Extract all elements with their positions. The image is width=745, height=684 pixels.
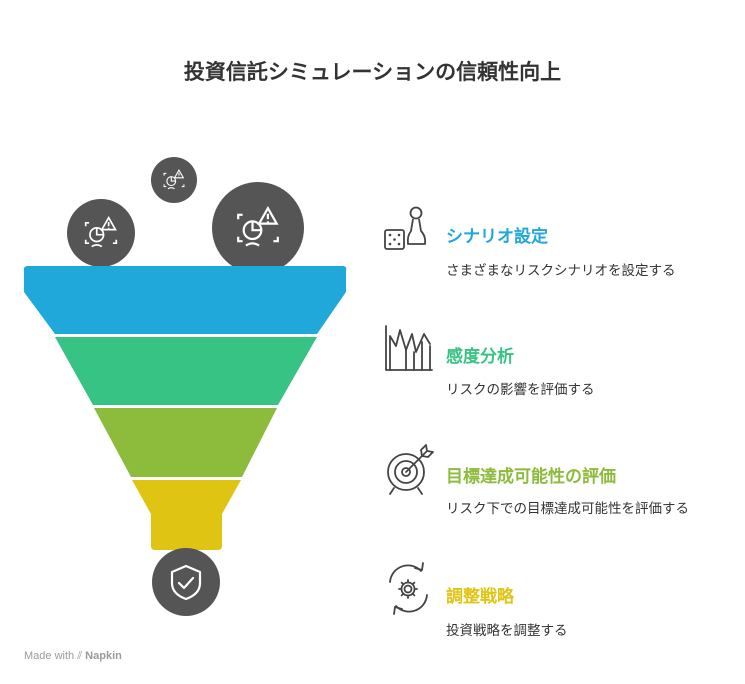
step-2-title: 感度分析	[446, 347, 514, 367]
page-title: 投資信託シミュレーションの信頼性向上	[183, 60, 562, 84]
input-circle-left	[67, 199, 135, 267]
gear-cycle-icon	[389, 562, 428, 615]
input-circle-large	[212, 182, 304, 274]
napkin-logo-icon: ⫽	[77, 650, 83, 662]
funnel-layer-4	[132, 480, 241, 550]
step-2-description: リスクの影響を評価する	[446, 382, 595, 398]
step-1-description: さまざまなリスクシナリオを設定する	[446, 263, 676, 279]
chart-lines-icon	[385, 325, 433, 371]
step-3-description: リスク下での目標達成可能性を評価する	[446, 501, 689, 517]
step-1-title: シナリオ設定	[446, 227, 548, 247]
step-4-title: 調整戦略	[446, 587, 514, 607]
target-arrow-icon	[387, 444, 434, 495]
step-3-title: 目標達成可能性の評価	[446, 467, 616, 487]
dice-pawn-icon	[384, 206, 427, 250]
output-circle	[152, 548, 220, 616]
funnel-layer-1	[23, 266, 347, 334]
input-circle-small	[151, 157, 197, 203]
napkin-brand: Napkin	[85, 650, 122, 662]
made-with-label: Made with	[24, 650, 75, 662]
risk-analysis-icon	[84, 215, 118, 248]
funnel-layer-2	[55, 337, 317, 405]
footer: Made with ⫽ Napkin	[24, 650, 122, 663]
shield-check-icon	[170, 564, 202, 601]
step-4-description: 投資戦略を調整する	[446, 623, 568, 639]
funnel-layer-3	[94, 408, 277, 477]
risk-analysis-icon	[163, 168, 185, 190]
risk-analysis-icon	[237, 205, 279, 247]
